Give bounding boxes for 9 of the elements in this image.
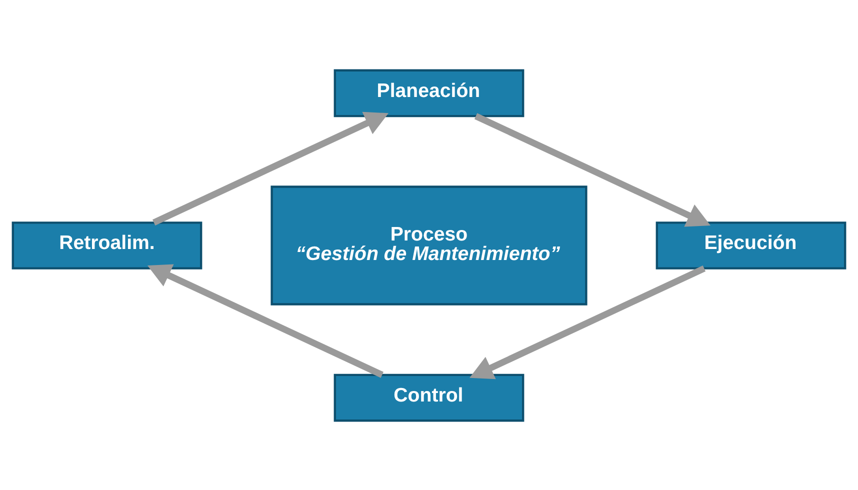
arrow: [147, 264, 384, 378]
arrow: [152, 111, 389, 226]
node-box: Control: [334, 373, 524, 422]
node-box: Planeación: [334, 68, 524, 117]
node-box: Ejecución: [656, 221, 846, 269]
arrow: [474, 112, 710, 226]
arrow: [470, 264, 706, 379]
node-box: Proceso “Gestión de Mantenimiento”: [270, 185, 588, 305]
node-box: Retroalim.: [12, 221, 202, 269]
